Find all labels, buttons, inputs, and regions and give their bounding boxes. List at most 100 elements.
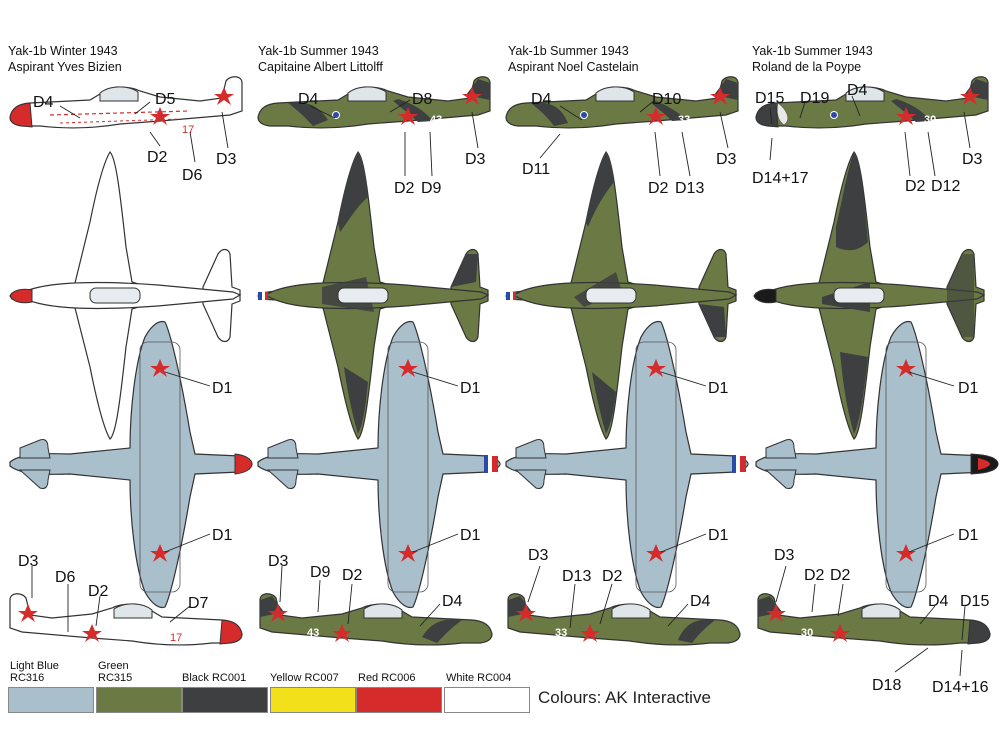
profile-4-line1: Yak-1b Summer 1943 <box>752 44 873 58</box>
leader-lines <box>31 95 971 677</box>
label-d2b-c4: D2 <box>804 567 825 584</box>
aircraft-4-bottom-view <box>755 320 999 609</box>
swatch-label-lightblue: Light Blue RC316 <box>10 660 59 684</box>
swatch-white <box>444 687 530 713</box>
swatch-red <box>356 687 442 713</box>
label-d3-c4: D3 <box>962 151 983 168</box>
label-d1b-c2: D1 <box>460 527 481 544</box>
swatch-green <box>96 687 182 713</box>
label-d1a-c3: D1 <box>708 380 729 397</box>
label-d2b-c2: D2 <box>342 567 363 584</box>
aircraft-4-side-view: 30 <box>755 76 989 129</box>
label-d3b-c1: D3 <box>18 553 39 570</box>
label-d7-c1: D7 <box>188 595 209 612</box>
aircraft-3-side-view: 33 <box>505 76 739 129</box>
aircraft-4-side-number: 30 <box>924 114 936 126</box>
aircraft-2-left-number: 43 <box>307 627 319 639</box>
profile-4-line2: Roland de la Poype <box>752 60 862 74</box>
swatch-label-white: White RC004 <box>446 672 512 684</box>
profile-title-2: Yak-1b Summer 1943 Capitaine Albert Litt… <box>258 43 383 75</box>
label-d4-c1: D4 <box>33 94 54 111</box>
label-d15b-c4: D15 <box>960 593 989 610</box>
label-d18-c4: D18 <box>872 677 901 694</box>
label-d2-c3: D2 <box>648 180 669 197</box>
label-d4b-c3: D4 <box>690 593 711 610</box>
label-d4b-c4: D4 <box>928 593 949 610</box>
label-d4-c2: D4 <box>298 91 319 108</box>
profile-title-4: Yak-1b Summer 1943 Roland de la Poype <box>752 43 873 75</box>
swatch-label-yellow: Yellow RC007 <box>270 672 339 684</box>
label-d10-c3: D10 <box>652 91 681 108</box>
aircraft-3-side-number: 33 <box>678 114 690 126</box>
label-d2b-c3: D2 <box>602 568 623 585</box>
label-d6-c1: D6 <box>182 167 203 184</box>
profile-3-line2: Aspirant Noel Castelain <box>508 60 639 74</box>
aircraft-1-side-number: 17 <box>182 124 194 136</box>
swatch-label-red: Red RC006 <box>358 672 416 684</box>
swatch-black <box>182 687 268 713</box>
aircraft-1-side-view: 17 <box>9 76 243 136</box>
aircraft-2-side-view-left <box>259 593 493 646</box>
profile-title-3: Yak-1b Summer 1943 Aspirant Noel Castela… <box>508 43 639 75</box>
aircraft-3-top-view <box>505 151 737 440</box>
aircraft-1-left-number: 17 <box>170 632 182 644</box>
aircraft-1-bottom-view-plan <box>9 320 253 609</box>
aircraft-2-top-view <box>257 151 489 440</box>
swatch-lightblue <box>8 687 94 713</box>
aircraft-4-top-view <box>753 151 985 440</box>
label-d9b-c2: D9 <box>310 564 331 581</box>
aircraft-2-side-view: 43 <box>257 76 491 129</box>
label-d2b-c1: D2 <box>88 583 109 600</box>
label-d15-c4: D15 <box>755 90 784 107</box>
label-d2-c4: D2 <box>905 178 926 195</box>
label-d2c-c4: D2 <box>830 567 851 584</box>
label-d3b-c2: D3 <box>268 553 289 570</box>
label-d9-c2: D9 <box>421 180 442 197</box>
label-d1b-c3: D1 <box>708 527 729 544</box>
label-d1b-c4: D1 <box>958 527 979 544</box>
label-d4b-c2: D4 <box>442 593 463 610</box>
label-d1a-c2: D1 <box>460 380 481 397</box>
label-d1a-c1: D1 <box>212 380 233 397</box>
label-d2-c2: D2 <box>394 180 415 197</box>
label-d1b-c1: D1 <box>212 527 233 544</box>
label-d12-c4: D12 <box>931 178 960 195</box>
swatch-label-black: Black RC001 <box>182 672 247 684</box>
label-d14p17-c4: D14+17 <box>752 170 809 187</box>
profile-2-line1: Yak-1b Summer 1943 <box>258 44 379 58</box>
label-d14p16-c4: D14+16 <box>932 679 989 696</box>
aircraft-1-side-view-left <box>9 593 243 646</box>
profile-2-line2: Capitaine Albert Littolff <box>258 60 383 74</box>
label-d3b-c4: D3 <box>774 547 795 564</box>
colours-credit: Colours: AK Interactive <box>538 688 711 707</box>
aircraft-1-top-view <box>9 151 241 440</box>
label-d5-c1: D5 <box>155 91 176 108</box>
label-d13b-c3: D13 <box>562 568 591 585</box>
label-d3-c2: D3 <box>465 151 486 168</box>
aircraft-2-bottom-view <box>257 320 501 609</box>
label-d6b-c1: D6 <box>55 569 76 586</box>
label-d3-c3: D3 <box>716 151 737 168</box>
profile-1-line2: Aspirant Yves Bizien <box>8 60 122 74</box>
callout-labels: D4 D5 D2 D6 D3 D1 D1 D3 D6 D2 D7 D4 D8 D… <box>18 82 989 696</box>
label-d1a-c4: D1 <box>958 380 979 397</box>
label-d3b-c3: D3 <box>528 547 549 564</box>
label-d8-c2: D8 <box>412 91 433 108</box>
profile-3-line1: Yak-1b Summer 1943 <box>508 44 629 58</box>
aircraft-4-left-number: 30 <box>801 627 813 639</box>
swatch-yellow <box>270 687 356 713</box>
label-d2-c1: D2 <box>147 149 168 166</box>
aircraft-3-side-view-left <box>507 593 741 646</box>
label-d11-c3: D11 <box>522 161 550 178</box>
aircraft-3-bottom-view <box>505 320 749 609</box>
label-d3-c1: D3 <box>216 151 237 168</box>
label-d4-c4: D4 <box>847 82 868 99</box>
aircraft-4-side-view-left <box>757 593 991 646</box>
label-d4-c3: D4 <box>531 91 552 108</box>
profile-1-line1: Yak-1b Winter 1943 <box>8 44 118 58</box>
swatch-label-green: Green RC315 <box>98 660 133 684</box>
aircraft-3-left-number: 33 <box>555 627 567 639</box>
profile-title-1: Yak-1b Winter 1943 Aspirant Yves Bizien <box>8 43 122 75</box>
label-d19-c4: D19 <box>800 90 829 107</box>
